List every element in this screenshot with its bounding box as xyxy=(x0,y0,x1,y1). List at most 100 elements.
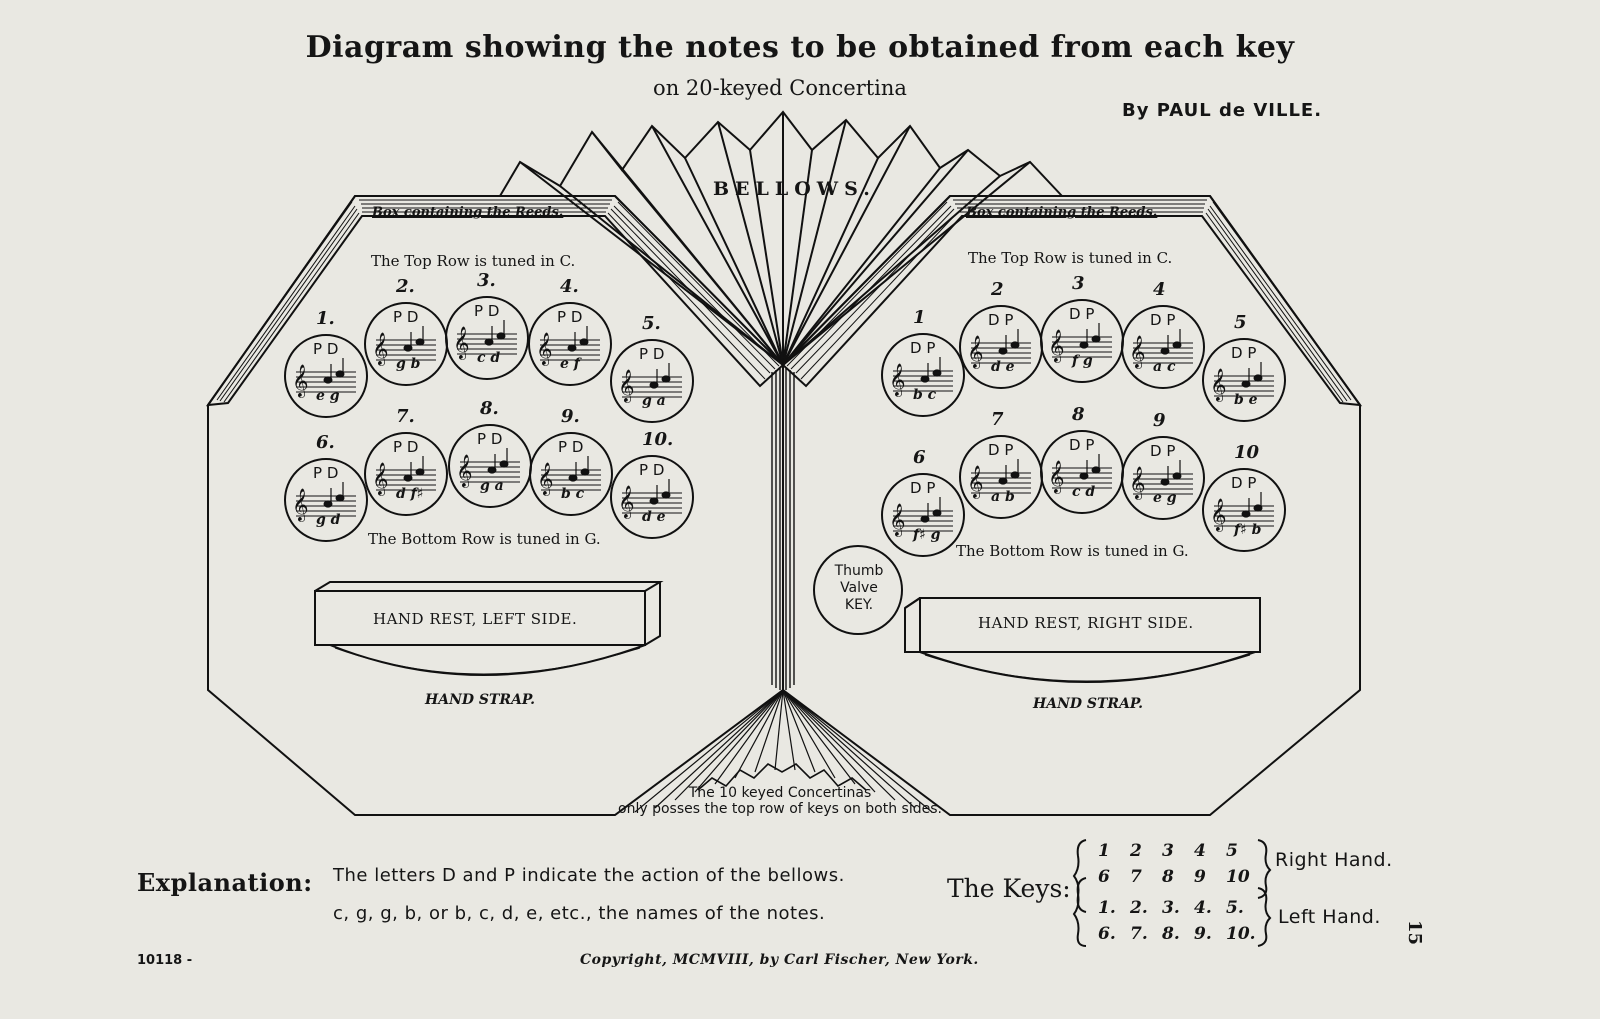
key-l7: 7. xyxy=(1130,924,1148,944)
key-r2: 2 xyxy=(1130,841,1142,861)
left-key-3-circle[interactable]: 𝄞 xyxy=(445,296,529,380)
page-number: 15 xyxy=(1404,920,1425,946)
treble-clef-icon: 𝄞 xyxy=(292,364,309,398)
left-key-3-action: P D xyxy=(474,302,500,320)
right-key-8-notes: c d xyxy=(1072,484,1096,500)
right-key-7-number: 7 xyxy=(991,409,1004,430)
left-hand-strap-label: HAND STRAP. xyxy=(425,692,536,708)
right-key-7-circle[interactable]: 𝄞 xyxy=(959,435,1043,519)
ten-keyed-note-line-2: only posses the top row of keys on both … xyxy=(618,801,942,817)
treble-clef-icon: 𝄞 xyxy=(618,369,635,403)
right-key-2-action: D P xyxy=(988,311,1014,329)
left-key-9-circle[interactable]: 𝄞 xyxy=(529,432,613,516)
right-key-1-circle[interactable]: 𝄞 xyxy=(881,333,965,417)
bellows-bottom xyxy=(614,689,951,816)
right-key-5-circle[interactable]: 𝄞 xyxy=(1202,338,1286,422)
left-key-7-action: P D xyxy=(393,438,419,456)
right-hand-row-1: 1 2 3 4 5 xyxy=(1098,838,1258,864)
left-key-1-notes: e g xyxy=(316,388,340,404)
right-key-9-number: 9 xyxy=(1153,410,1166,431)
treble-clef-icon: 𝄞 xyxy=(889,503,906,537)
right-key-6-circle[interactable]: 𝄞 xyxy=(881,473,965,557)
copyright-line: Copyright, MCMVIII, by Carl Fischer, New… xyxy=(580,952,979,968)
treble-clef-icon: 𝄞 xyxy=(372,462,389,496)
author-credit: By PAUL de VILLE. xyxy=(1122,100,1323,121)
left-top-row-label: The Top Row is tuned in C. xyxy=(371,252,576,270)
right-key-3-circle[interactable]: 𝄞 xyxy=(1040,299,1124,383)
left-key-9-notes: b c xyxy=(561,486,585,502)
right-key-2-number: 2 xyxy=(991,279,1004,300)
right-key-4-notes: a c xyxy=(1153,359,1176,375)
key-l8: 8. xyxy=(1162,924,1180,944)
thumb-valve-line-2: Valve xyxy=(840,580,878,596)
left-hand-label: Left Hand. xyxy=(1278,906,1381,928)
key-l6: 6. xyxy=(1098,924,1116,944)
left-key-8-action: P D xyxy=(477,430,503,448)
treble-clef-icon: 𝄞 xyxy=(1129,335,1146,369)
left-key-7-circle[interactable]: 𝄞 xyxy=(364,432,448,516)
left-key-2-notes: g b xyxy=(396,356,421,372)
treble-clef-icon: 𝄞 xyxy=(967,335,984,369)
right-key-9-circle[interactable]: 𝄞 xyxy=(1121,436,1205,520)
left-reeds-label: Box containing the Reeds. xyxy=(372,205,564,220)
left-key-5-action: P D xyxy=(639,345,665,363)
left-key-3-notes: c d xyxy=(477,350,501,366)
left-key-4-notes: e f xyxy=(560,356,580,372)
key-l10: 10. xyxy=(1226,924,1256,944)
left-key-10-number: 10. xyxy=(642,429,674,450)
right-key-2-notes: d e xyxy=(991,359,1015,375)
treble-clef-icon: 𝄞 xyxy=(456,454,473,488)
right-bottom-row-label: The Bottom Row is tuned in G. xyxy=(956,542,1189,560)
left-reed-box-frame xyxy=(205,195,785,407)
explanation-line-1: The letters D and P indicate the action … xyxy=(333,865,845,886)
right-key-3-notes: f g xyxy=(1072,353,1093,369)
right-key-1-action: D P xyxy=(910,339,936,357)
left-key-1-circle[interactable]: 𝄞 xyxy=(284,334,368,418)
right-key-8-action: D P xyxy=(1069,436,1095,454)
diagram-subtitle: on 20-keyed Concertina xyxy=(653,76,907,100)
left-key-10-circle[interactable]: 𝄞 xyxy=(610,455,694,539)
right-top-row-label: The Top Row is tuned in C. xyxy=(968,249,1173,267)
right-key-4-number: 4 xyxy=(1153,279,1166,300)
right-key-8-number: 8 xyxy=(1072,404,1085,425)
right-key-6-number: 6 xyxy=(913,447,926,468)
treble-clef-icon: 𝄞 xyxy=(372,332,389,366)
key-l4: 4. xyxy=(1194,898,1212,918)
key-l9: 9. xyxy=(1194,924,1212,944)
treble-clef-icon: 𝄞 xyxy=(967,465,984,499)
left-key-4-action: P D xyxy=(557,308,583,326)
left-key-5-circle[interactable]: 𝄞 xyxy=(610,339,694,423)
key-r8: 8 xyxy=(1162,867,1174,887)
ten-keyed-note: The 10 keyed Concertinas only posses the… xyxy=(610,785,950,817)
left-hand-row-2: 6. 7. 8. 9. 10. xyxy=(1098,921,1258,947)
right-key-4-circle[interactable]: 𝄞 xyxy=(1121,305,1205,389)
left-hand-row-1: 1. 2. 3. 4. 5. xyxy=(1098,895,1258,921)
right-hand-label: Right Hand. xyxy=(1275,849,1393,871)
key-r6: 6 xyxy=(1098,867,1110,887)
treble-clef-icon: 𝄞 xyxy=(1048,460,1065,494)
left-key-4-circle[interactable]: 𝄞 xyxy=(528,302,612,386)
key-r1: 1 xyxy=(1098,841,1110,861)
left-key-8-notes: g a xyxy=(480,478,504,494)
key-r5: 5 xyxy=(1226,841,1238,861)
right-key-4-action: D P xyxy=(1150,311,1176,329)
key-r3: 3 xyxy=(1162,841,1174,861)
key-r10: 10 xyxy=(1226,867,1250,887)
left-key-8-circle[interactable]: 𝄞 xyxy=(448,424,532,508)
right-key-1-number: 1 xyxy=(913,307,926,328)
ten-keyed-note-line-1: The 10 keyed Concertinas xyxy=(688,785,872,801)
thumb-valve-key[interactable] xyxy=(813,545,903,635)
left-key-6-circle[interactable]: 𝄞 xyxy=(284,458,368,542)
right-hand-row-2: 6 7 8 9 10 xyxy=(1098,864,1258,890)
keys-legend-braces xyxy=(1072,839,1272,947)
right-hand-rest-shape xyxy=(904,597,1261,683)
left-key-1-number: 1. xyxy=(316,308,335,329)
right-key-7-notes: a b xyxy=(991,489,1015,505)
bellows-top xyxy=(499,110,1063,366)
treble-clef-icon: 𝄞 xyxy=(1210,368,1227,402)
left-key-7-notes: d f♯ xyxy=(396,486,424,502)
right-key-10-circle[interactable]: 𝄞 xyxy=(1202,468,1286,552)
left-key-2-circle[interactable]: 𝄞 xyxy=(364,302,448,386)
plate-number: 10118 - xyxy=(137,953,193,968)
